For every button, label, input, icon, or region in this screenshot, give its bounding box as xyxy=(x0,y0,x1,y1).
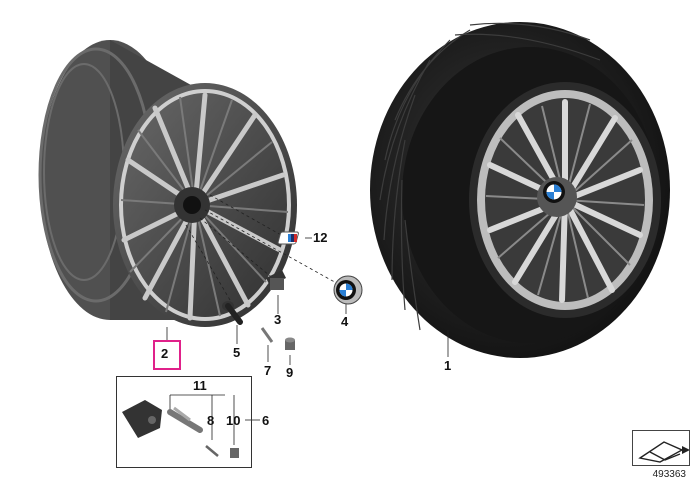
diagram-reference-number: 493363 xyxy=(652,469,686,480)
valve-core xyxy=(260,327,274,343)
callout-5: 5 xyxy=(233,345,241,360)
callout-10: 10 xyxy=(226,413,241,428)
leader-lines xyxy=(166,194,449,445)
rim-assembly xyxy=(38,40,297,327)
callout-6: 6 xyxy=(262,413,270,428)
callout-11: 11 xyxy=(193,378,207,393)
tpms-sensor xyxy=(122,400,162,438)
callout-9: 9 xyxy=(286,365,294,380)
callout-3: 3 xyxy=(274,312,282,327)
callout-1: 1 xyxy=(444,358,452,373)
tire-tread xyxy=(379,22,601,331)
tpms-inset-frame xyxy=(116,376,252,468)
bmw-logo-icon xyxy=(543,181,565,203)
rim-front-lip xyxy=(119,89,291,321)
m-badge-icon xyxy=(277,231,299,245)
callout-12: 12 xyxy=(313,230,328,245)
folded-sheet-icon xyxy=(638,441,690,463)
selected-part-highlight[interactable] xyxy=(153,340,181,370)
tpms-valve-cap xyxy=(230,448,239,458)
callout-2: 2 xyxy=(161,346,169,361)
tpms-valve xyxy=(167,406,203,433)
diagram-stamp xyxy=(632,430,690,466)
callout-4: 4 xyxy=(341,314,349,329)
rim-front-spoke-shading xyxy=(120,96,289,317)
tpms-valve-core xyxy=(205,445,219,457)
wheel-bolt xyxy=(266,270,286,290)
valve-stem xyxy=(222,301,243,325)
valve-cap xyxy=(285,337,295,350)
callout-8: 8 xyxy=(207,413,215,428)
rim-center-hole xyxy=(183,196,201,214)
tire-assembly xyxy=(370,22,670,358)
callout-7: 7 xyxy=(264,363,272,378)
center-cap xyxy=(333,275,363,305)
